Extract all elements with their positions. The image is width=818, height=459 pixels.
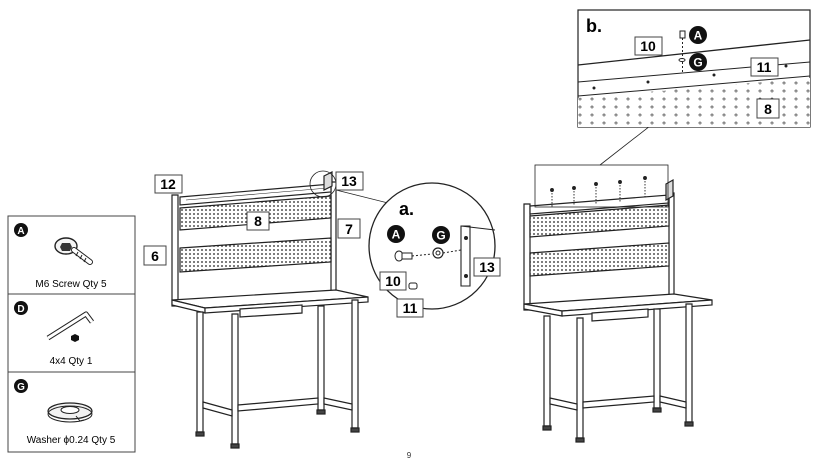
workbench-left — [171, 170, 389, 449]
washer-icon — [678, 58, 686, 62]
washer-icon — [432, 247, 444, 259]
detail-a: a. A G 10 11 — [368, 182, 501, 318]
part-a-badge: A — [17, 226, 24, 237]
part-a-caption: M6 Screw Qty 5 — [35, 279, 107, 290]
screw-icon — [54, 237, 93, 265]
svg-text:8: 8 — [764, 101, 772, 117]
detail-a-badge-washer: G — [436, 229, 445, 243]
svg-text:10: 10 — [385, 273, 401, 289]
detail-b-label-10: 10 — [634, 36, 663, 56]
svg-text:10: 10 — [640, 38, 656, 54]
part-label-12: 12 — [154, 174, 183, 194]
hex-key-icon — [46, 311, 94, 342]
parts-list: A M6 Screw Qty 5 D 4x4 Qty 1 G — [7, 215, 136, 453]
part-a: A M6 Screw Qty 5 — [14, 223, 107, 290]
detail-b-label-8: 8 — [756, 98, 780, 119]
detail-a-label-11: 11 — [396, 298, 424, 318]
part-label-6: 6 — [143, 245, 167, 266]
part-d-caption: 4x4 Qty 1 — [50, 356, 93, 367]
detail-b-title: b. — [586, 16, 602, 36]
part-d: D 4x4 Qty 1 — [14, 301, 94, 367]
part-g-badge: G — [17, 382, 25, 393]
svg-text:13: 13 — [479, 259, 495, 275]
part-label-8: 8 — [246, 211, 270, 231]
part-d-badge: D — [17, 304, 24, 315]
detail-b-badge-washer: G — [693, 56, 702, 70]
part-g-caption: Washer ϕ0.24 Qty 5 — [27, 435, 116, 446]
page-number: 9 — [407, 451, 412, 459]
washer-icon — [47, 402, 93, 423]
detail-a-title: a. — [399, 199, 414, 219]
detail-a-label-10: 10 — [379, 271, 407, 291]
svg-text:11: 11 — [403, 300, 418, 316]
detail-b: b. A G 10 11 8 — [577, 9, 811, 128]
part-label-7: 7 — [337, 218, 361, 239]
detail-b-badge-screw: A — [694, 29, 703, 43]
svg-text:11: 11 — [757, 59, 772, 75]
svg-text:12: 12 — [160, 176, 176, 192]
svg-text:8: 8 — [254, 213, 262, 229]
detail-a-badge-screw: A — [392, 228, 401, 242]
svg-text:6: 6 — [151, 248, 159, 264]
detail-b-label-11: 11 — [750, 57, 779, 77]
screw-icon — [394, 250, 413, 262]
screw-icon — [679, 30, 686, 74]
svg-text:13: 13 — [341, 173, 357, 189]
detail-a-label-13: 13 — [473, 257, 501, 277]
part-g: G Washer ϕ0.24 Qty 5 — [14, 379, 116, 446]
workbench-right — [523, 125, 713, 443]
part-label-13: 13 — [335, 171, 364, 191]
svg-text:7: 7 — [345, 221, 353, 237]
